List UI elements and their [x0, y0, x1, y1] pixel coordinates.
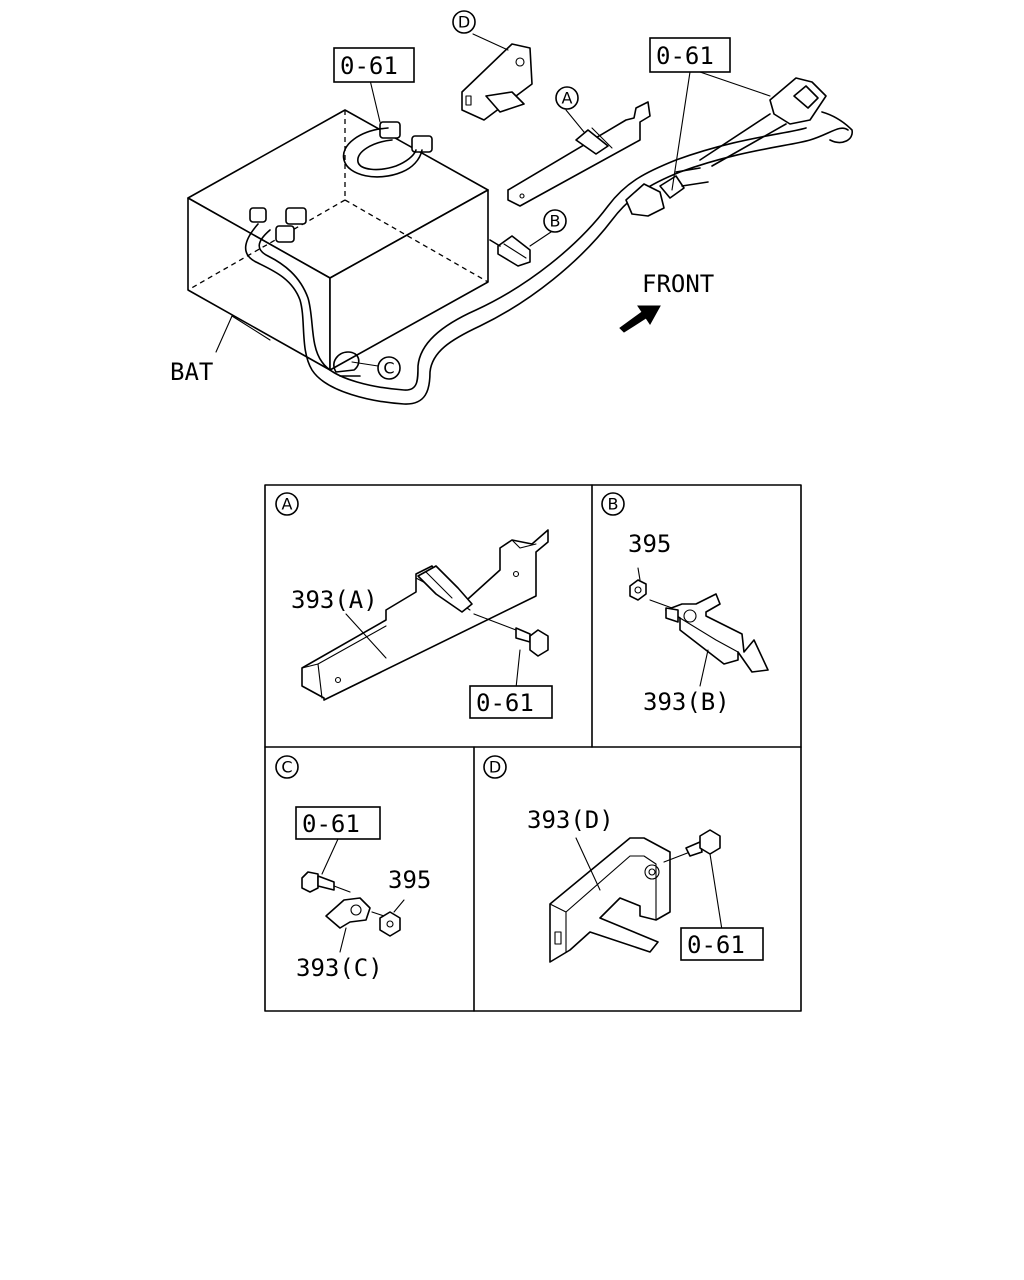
- panel-d: D 393(D) 0-61: [483, 755, 764, 963]
- svg-text:D: D: [489, 758, 501, 777]
- nut-395-b: [629, 579, 647, 601]
- callout-a: A: [555, 86, 579, 110]
- panel-d-part-label: 393(D): [527, 806, 614, 834]
- svg-text:B: B: [550, 212, 561, 231]
- panel-a-part-label: 393(A): [291, 586, 378, 614]
- callout-c: C: [377, 356, 401, 380]
- svg-text:D: D: [458, 13, 470, 32]
- ref-box-top-left: [333, 47, 415, 83]
- panel-c-part-label: 393(C): [296, 954, 383, 982]
- panel-c-ref-label: 0-61: [302, 810, 360, 838]
- panel-a: A 393(A) 0-61: [275, 492, 553, 719]
- callout-b: B: [543, 209, 567, 233]
- panel-b-letter: B: [601, 492, 625, 516]
- detail-panels-frame: [264, 484, 802, 1012]
- cable-connector: [625, 167, 709, 217]
- panel-b-nut-label: 395: [628, 530, 671, 558]
- battery: [187, 109, 489, 371]
- panel-d-letter: D: [483, 755, 507, 779]
- panel-c-nut-label: 395: [388, 866, 431, 894]
- panel-b: B 395 393(B): [601, 492, 769, 716]
- bolt-c: [301, 871, 351, 893]
- bracket-a-overview: [507, 101, 651, 207]
- panel-a-letter: A: [275, 492, 299, 516]
- front-arrow-icon: [619, 305, 661, 333]
- bolt-a: [473, 613, 549, 657]
- battery-overview: [187, 33, 853, 405]
- panel-b-part-label: 393(B): [643, 688, 730, 716]
- panel-d-ref-label: 0-61: [687, 931, 745, 959]
- callout-d: D: [452, 10, 476, 34]
- bracket-d-overview: [461, 43, 533, 121]
- nut-395-c: [379, 911, 401, 937]
- svg-text:C: C: [383, 359, 394, 378]
- bracket-393b: [665, 593, 769, 673]
- front-label: FRONT: [642, 270, 714, 298]
- bracket-b-overview: [489, 235, 531, 267]
- svg-text:A: A: [282, 495, 293, 514]
- panel-c: C 0-61 395 393(C): [275, 755, 431, 982]
- panel-c-ref-box: [295, 806, 381, 840]
- ref-label-top-right: 0-61: [656, 42, 714, 70]
- ref-label-top-left: 0-61: [340, 52, 398, 80]
- bracket-393a: [301, 529, 549, 701]
- panel-a-ref-box: [469, 685, 553, 719]
- clamp-393c: [325, 897, 371, 929]
- starter-terminal: [699, 77, 853, 167]
- svg-text:A: A: [562, 89, 573, 108]
- panel-c-letter: C: [275, 755, 299, 779]
- panel-a-ref-label: 0-61: [476, 689, 534, 717]
- bracket-393d: [549, 837, 671, 963]
- bolt-d: [663, 829, 721, 863]
- panel-d-ref-box: [680, 927, 764, 961]
- ref-box-top-right: [649, 37, 731, 73]
- svg-text:B: B: [608, 495, 619, 514]
- svg-text:C: C: [281, 758, 292, 777]
- bat-label: BAT: [170, 358, 213, 386]
